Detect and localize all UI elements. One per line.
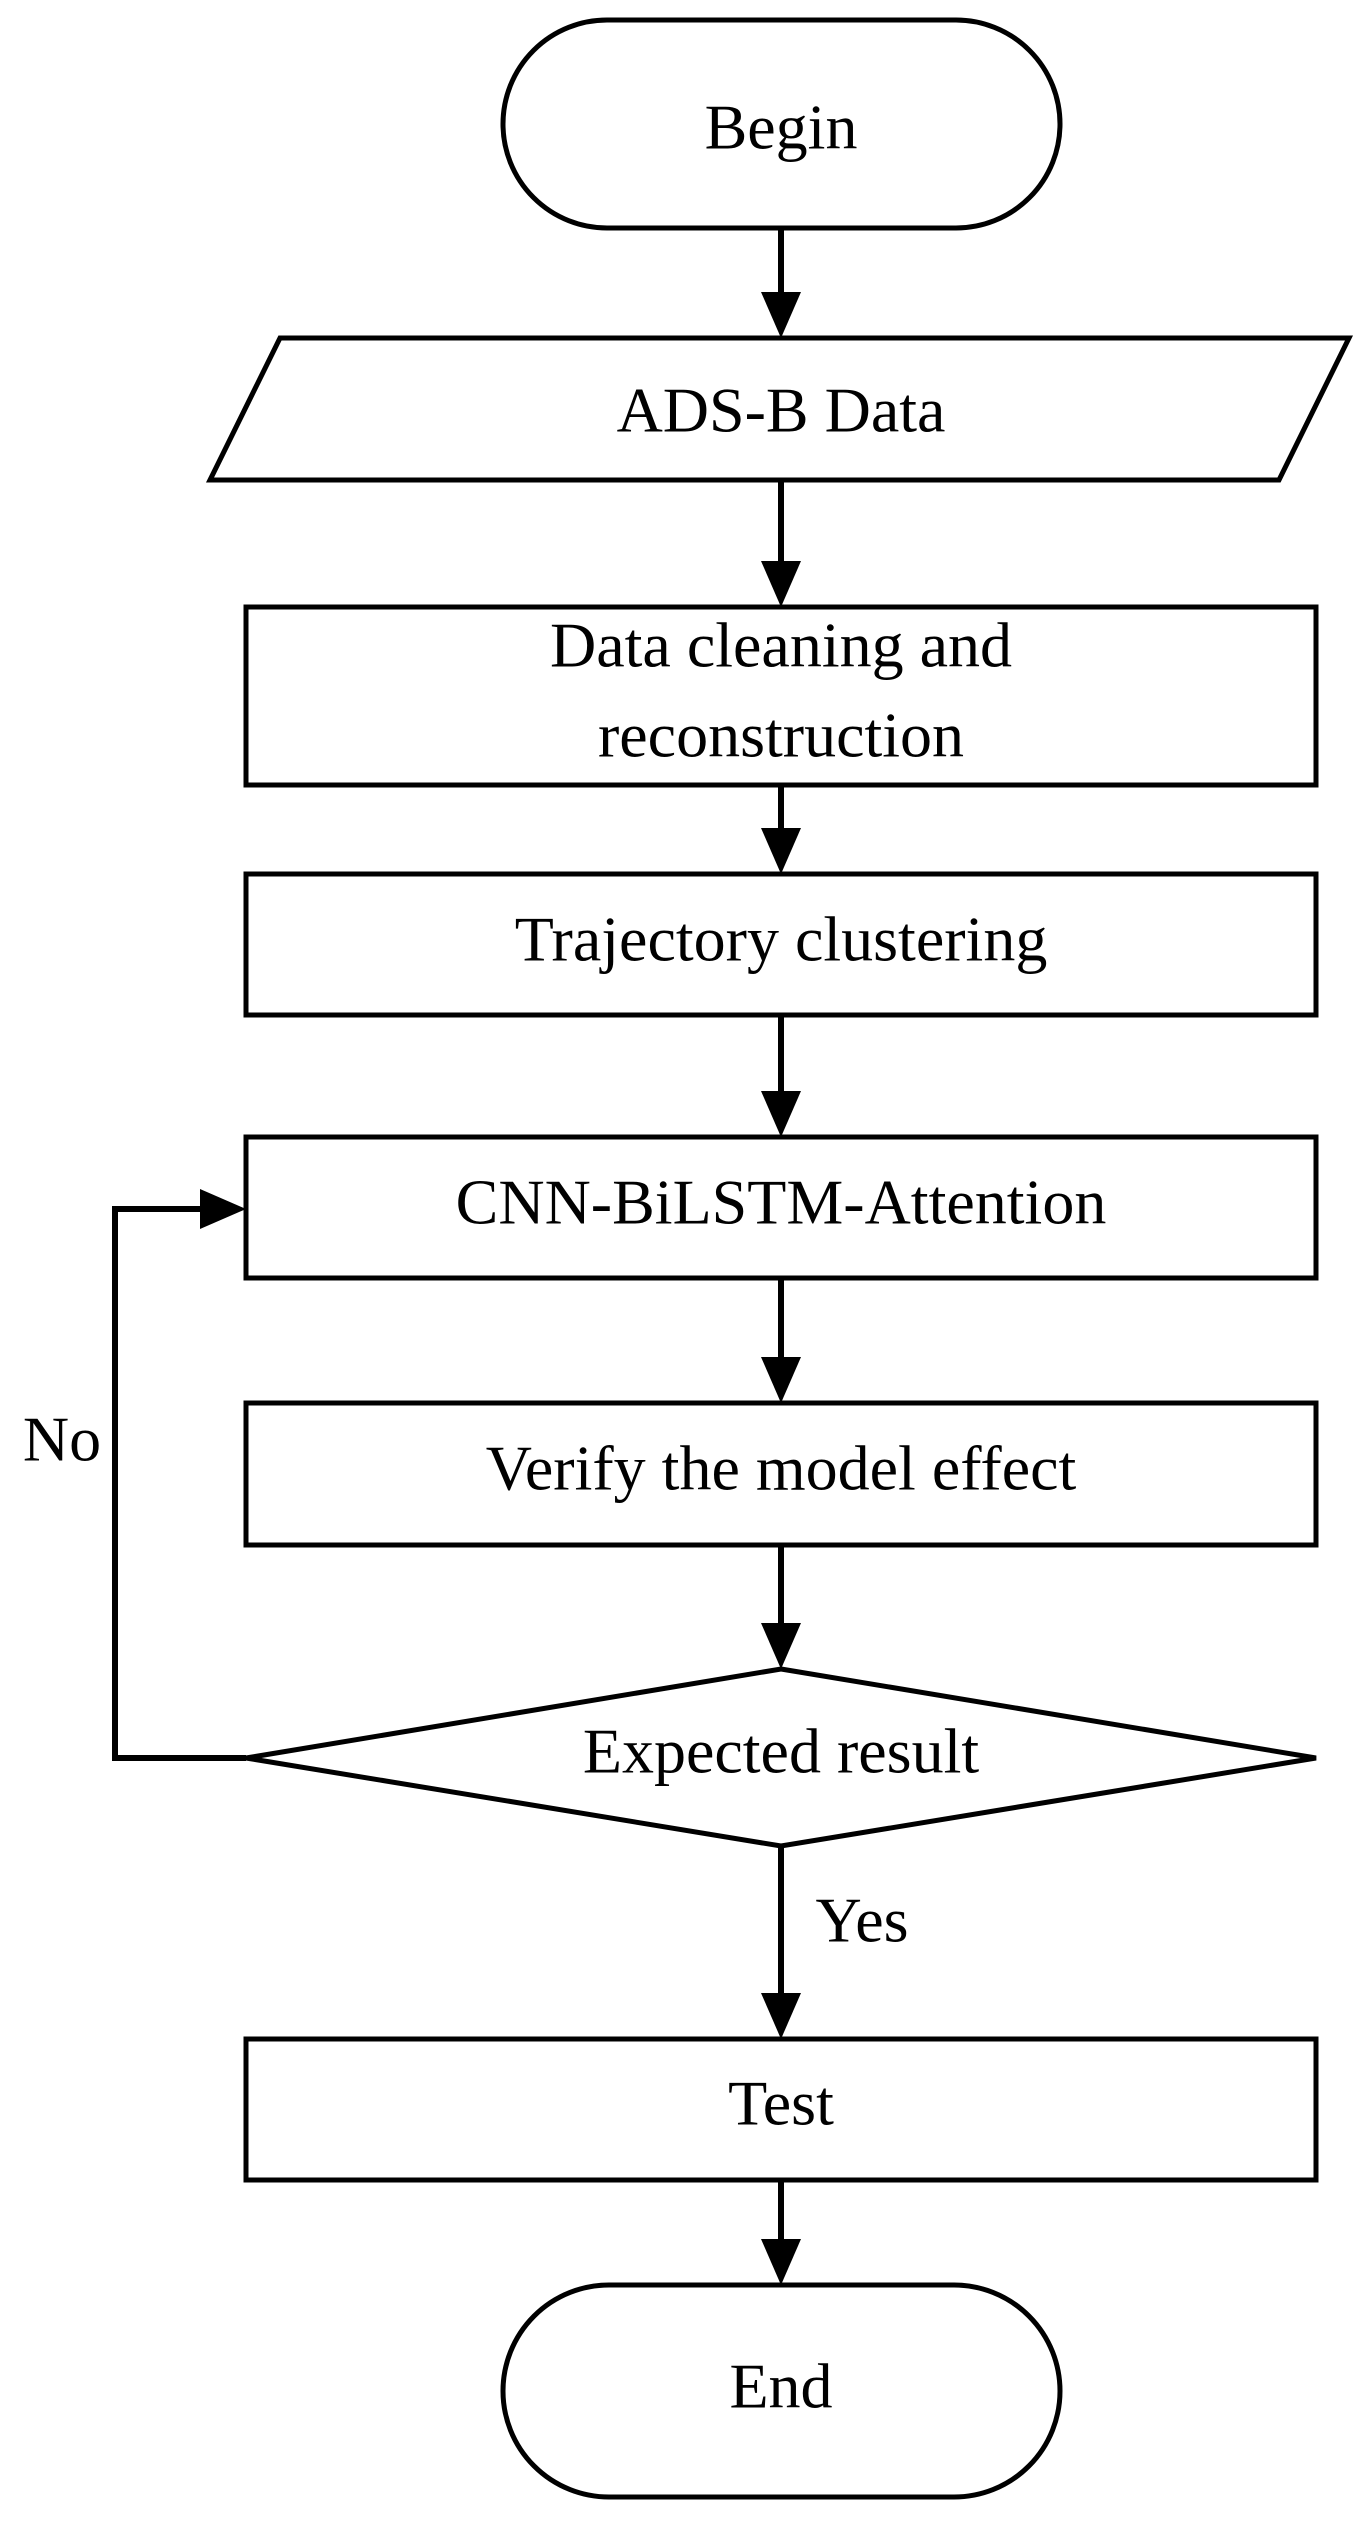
- ads-b-data-node: ADS-B Data: [205, 335, 1354, 483]
- arrow-test-to-end: [761, 2180, 801, 2285]
- begin-node: Begin: [500, 17, 1063, 231]
- trajectory-clustering-label: Trajectory clustering: [515, 904, 1048, 975]
- arrow-decision-yes-to-test: [761, 1846, 801, 2039]
- trajectory-clustering-node: Trajectory clustering: [243, 871, 1319, 1018]
- data-cleaning-node: Data cleaning and reconstruction: [243, 604, 1319, 788]
- expected-result-label: Expected result: [583, 1716, 980, 1787]
- test-node: Test: [243, 2036, 1319, 2183]
- arrow-begin-to-ads-b: [761, 228, 801, 338]
- cnn-bilstm-attention-node: CNN-BiLSTM-Attention: [243, 1134, 1319, 1281]
- yes-branch-label: Yes: [815, 1885, 908, 1956]
- arrow-clustering-to-model: [761, 1015, 801, 1137]
- ads-b-data-label: ADS-B Data: [617, 375, 946, 446]
- expected-result-decision: Expected result: [245, 1666, 1317, 1849]
- arrow-ads-b-to-cleaning: [761, 480, 801, 607]
- cnn-bilstm-attention-label: CNN-BiLSTM-Attention: [456, 1167, 1107, 1238]
- verify-model-label: Verify the model effect: [486, 1433, 1077, 1504]
- end-node: End: [500, 2282, 1063, 2500]
- arrow-model-to-verify: [761, 1278, 801, 1403]
- end-label: End: [729, 2351, 832, 2422]
- no-branch-label: No: [23, 1404, 101, 1475]
- verify-model-node: Verify the model effect: [243, 1400, 1319, 1548]
- data-cleaning-label-line1: Data cleaning and: [550, 610, 1012, 681]
- arrow-decision-no-loop-to-model: [112, 1189, 246, 1761]
- arrow-cleaning-to-clustering: [761, 785, 801, 874]
- data-cleaning-label-line2: reconstruction: [598, 700, 964, 771]
- begin-label: Begin: [705, 92, 858, 163]
- test-label: Test: [728, 2068, 834, 2139]
- arrow-verify-to-decision: [761, 1545, 801, 1669]
